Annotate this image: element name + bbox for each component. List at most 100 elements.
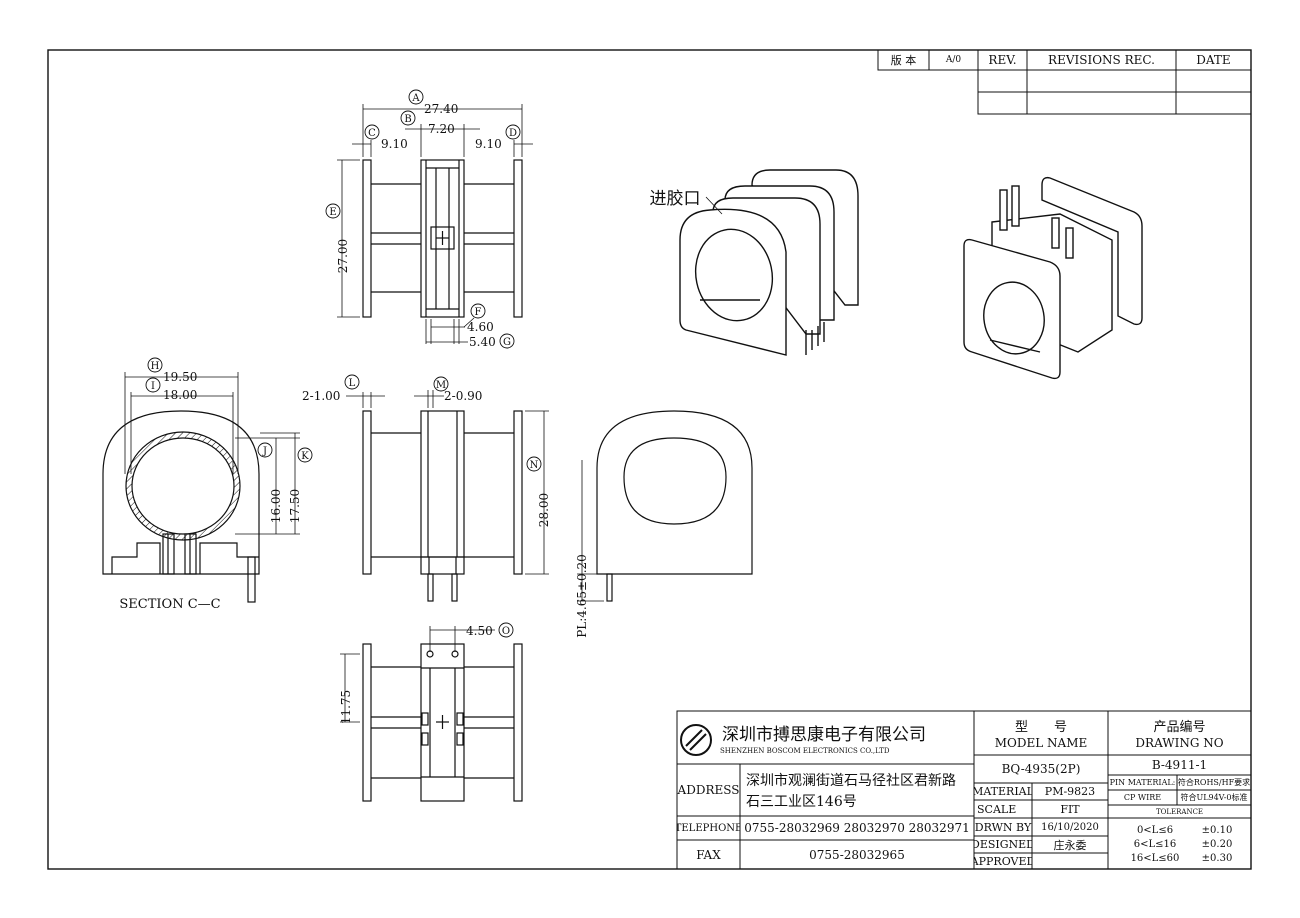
revision-table xyxy=(877,49,1252,115)
dim-marker-M: M xyxy=(433,376,449,392)
dim-circle-O xyxy=(498,622,514,638)
cp-wire-label: CP WIRE xyxy=(1123,793,1162,802)
dim-value-O: 4.50 xyxy=(466,624,493,638)
dim-circle-H xyxy=(147,357,163,373)
tolerance-value-3: ±0.30 xyxy=(1201,852,1233,864)
dim-circle-K xyxy=(297,447,313,463)
scale-label: SCALE xyxy=(977,802,1017,816)
dim-value-H: 19.50 xyxy=(163,370,197,384)
tolerance-value-1: ±0.10 xyxy=(1201,824,1233,836)
dim-letter-N: N xyxy=(530,460,539,471)
pin-material-value: 符合ROHS/HF要求 xyxy=(1177,778,1251,787)
dim-letter-H: H xyxy=(151,361,160,372)
dim-letter-B: B xyxy=(404,114,411,125)
revisions-header: REVISIONS REC. xyxy=(1048,53,1155,67)
dim-marker-J: J xyxy=(257,442,273,458)
material-label: MATERIAL xyxy=(974,785,1032,798)
dim-marker-I: I xyxy=(145,377,161,393)
dim-value-B: 7.20 xyxy=(428,122,455,136)
dim-marker-F: F xyxy=(470,303,486,319)
dim-circle-N xyxy=(526,456,542,472)
dim-value-N: 28.00 xyxy=(537,493,551,527)
material-value: PM-9823 xyxy=(1044,785,1096,798)
dim-value-K: 17.50 xyxy=(288,489,302,523)
front-view xyxy=(362,159,523,318)
tolerance-range-1: 0<L≤6 xyxy=(1136,824,1174,836)
dim-value-E: 27.00 xyxy=(336,239,350,273)
company-logo xyxy=(680,724,712,756)
dim-letter-L: L xyxy=(349,378,356,389)
dim-circle-B xyxy=(400,110,416,126)
dim-circle-E xyxy=(325,203,341,219)
bottom-view xyxy=(362,643,523,802)
dim-letter-D: D xyxy=(509,128,517,139)
gate-leader xyxy=(705,196,723,215)
telephone-value: 0755-28032969 28032970 28032971 xyxy=(744,821,970,835)
tolerance-label: TOLERANCE xyxy=(1155,807,1204,816)
company-name-en: SHENZHEN BOSCOM ELECTRONICS CO.,LTD xyxy=(720,747,890,755)
tolerance-range-3: 16<L≤60 xyxy=(1130,852,1180,864)
dim-value-G: 5.40 xyxy=(469,335,496,349)
dim-circle-J xyxy=(257,442,273,458)
version-label: 版 本 xyxy=(890,54,917,67)
dim-letter-G: G xyxy=(503,337,511,348)
rev-header: REV. xyxy=(988,53,1017,67)
dim-circle-G xyxy=(499,333,515,349)
gate-label: 进胶口 xyxy=(649,188,701,209)
dim-value-PL: PL:4.65±0.20 xyxy=(575,554,589,638)
tolerance-value-2: ±0.20 xyxy=(1201,838,1233,850)
drawn-label: DRWN BY xyxy=(974,820,1032,834)
dim-letter-I: I xyxy=(151,381,155,392)
dim-value-F: 4.60 xyxy=(467,320,494,334)
section-dimensions xyxy=(124,372,300,535)
dim-letter-A: A xyxy=(411,93,420,104)
side-dimensions xyxy=(346,390,549,575)
dim-marker-K: K xyxy=(297,447,313,463)
end-dimensions xyxy=(577,460,604,602)
scale-value: FIT xyxy=(1060,802,1080,816)
dim-letter-M: M xyxy=(436,380,446,391)
dim-circle-M xyxy=(433,376,449,392)
dim-circle-A xyxy=(408,89,424,105)
dim-circle-I xyxy=(145,377,161,393)
telephone-label: TELEPHONE xyxy=(677,822,740,834)
dim-letter-C: C xyxy=(368,128,376,139)
dim-marker-G: G xyxy=(499,333,515,349)
dim-marker-B: B xyxy=(400,110,416,126)
dim-marker-A: A xyxy=(408,89,424,105)
version-value: A/0 xyxy=(945,55,962,65)
title-block-grid xyxy=(676,710,1252,870)
pin-material-label: PIN MATERIAL: xyxy=(1109,778,1176,787)
tolerance-range-2: 6<L≤16 xyxy=(1133,838,1177,850)
drawing-no-label-cn: 产品编号 xyxy=(1153,719,1206,735)
dim-circle-D xyxy=(505,124,521,140)
dim-value-D: 9.10 xyxy=(475,137,502,151)
cp-wire-value: 符合UL94V-0标准 xyxy=(1180,793,1248,802)
dim-value-I: 18.00 xyxy=(163,388,197,402)
model-value: BQ-4935(2P) xyxy=(1001,762,1081,776)
front-view-dimensions xyxy=(337,104,533,344)
dim-circle-L xyxy=(344,374,360,390)
model-label-cn: 型 号 xyxy=(1014,719,1067,735)
dim-letter-F: F xyxy=(475,307,482,318)
isometric-view-rear xyxy=(963,176,1143,380)
dim-marker-D: D xyxy=(505,124,521,140)
dim-value-A: 27.40 xyxy=(424,102,458,116)
company-name-cn: 深圳市搏思康电子有限公司 xyxy=(722,724,926,745)
address-label: ADDRESS xyxy=(677,783,740,797)
sheet-border xyxy=(47,49,1252,870)
section-label: SECTION C—C xyxy=(119,596,221,612)
dim-letter-E: E xyxy=(329,207,336,218)
isometric-view-front xyxy=(679,169,859,356)
dim-marker-H: H xyxy=(147,357,163,373)
section-view xyxy=(102,410,260,603)
dimension-annotations: A27.40B7.20C9.10D9.10E27.00F4.60G5.40H19… xyxy=(145,89,589,724)
dim-letter-J: J xyxy=(262,446,267,457)
dim-marker-C: C xyxy=(364,124,380,140)
dim-marker-N: N xyxy=(526,456,542,472)
dim-value-M: 2-0.90 xyxy=(444,389,482,403)
dim-value-P: 11.75 xyxy=(339,690,353,724)
dim-circle-F xyxy=(470,303,486,319)
dim-marker-L: L xyxy=(344,374,360,390)
